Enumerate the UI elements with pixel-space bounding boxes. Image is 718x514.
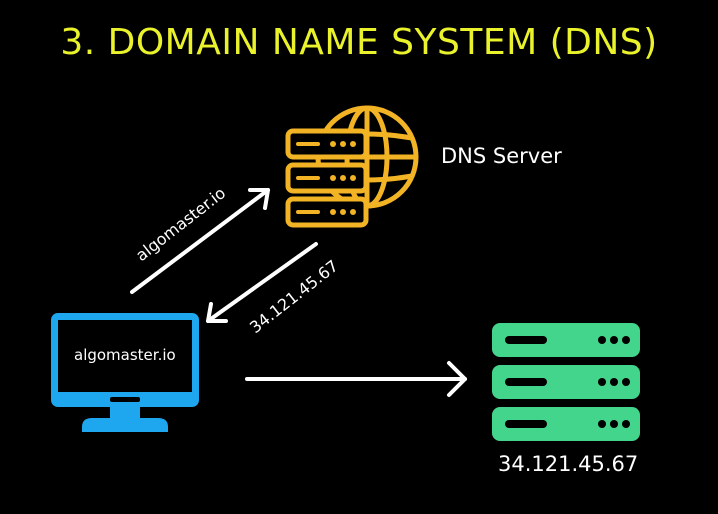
web-server-ip-label: 34.121.45.67 — [498, 452, 639, 476]
dns-server-globe-icon — [285, 105, 419, 228]
server-rack-icon — [492, 323, 640, 441]
connect-arrow — [245, 361, 467, 397]
response-arrow — [206, 242, 318, 323]
dns-server-lights — [330, 141, 356, 215]
computer-monitor-icon — [51, 313, 199, 432]
dns-server-label: DNS Server — [441, 144, 562, 168]
monitor-screen-text: algomaster.io — [74, 346, 176, 364]
server-rack-slots — [505, 336, 630, 428]
page-title: 3. DOMAIN NAME SYSTEM (DNS) — [60, 22, 658, 63]
request-arrow — [130, 188, 270, 294]
